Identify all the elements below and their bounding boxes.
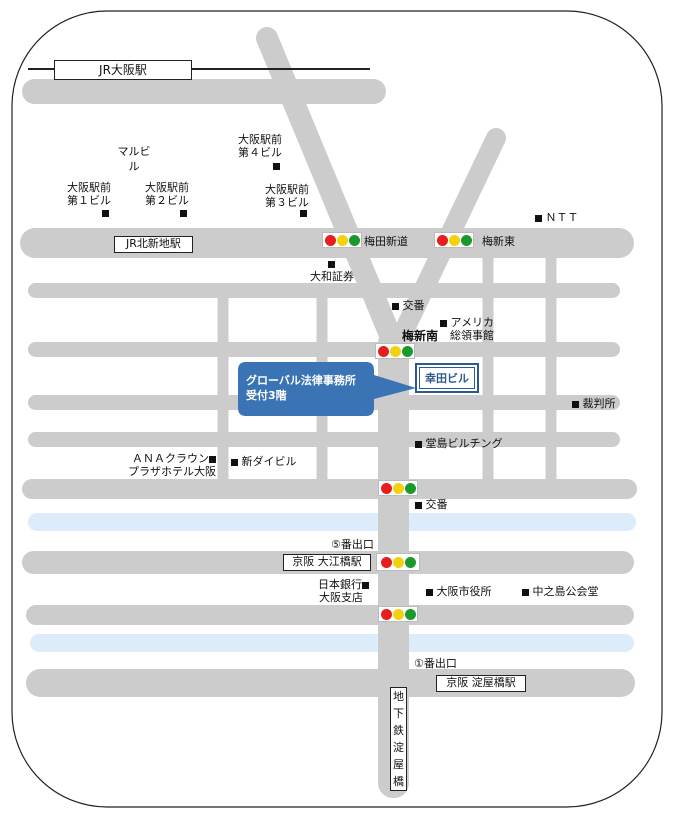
landmark-cityhall: 大阪市役所	[426, 585, 492, 598]
landmark-ana-line1: ＡＮＡクラウン	[132, 452, 209, 465]
jr-osaka-station-label: JR大阪駅	[54, 60, 192, 80]
landmark-court-label: 裁判所	[582, 397, 616, 410]
landmark-boj-line1: 日本銀行	[318, 578, 362, 591]
exit-1: ①番出口	[414, 657, 457, 670]
landmark-ekimae2-line2: 第２ビル	[145, 194, 189, 207]
intersection-umeshin-minami: 梅新南	[402, 329, 439, 343]
target-building: 幸田ビル	[415, 363, 479, 393]
landmark-ekimae1-line1: 大阪駅前	[67, 181, 111, 194]
marker-cityhall	[426, 588, 433, 596]
intersection-umeshin-higashi: 梅新東	[482, 235, 515, 248]
subway-char-1: 地	[393, 690, 404, 703]
landmark-koban2: 交番	[415, 498, 448, 511]
landmark-daiwa: 大和証券	[310, 270, 354, 283]
landmark-america-line2: 総領事館	[450, 329, 494, 342]
subway-yodoyabashi-station-label: 地 下 鉄 淀 屋 橋	[390, 687, 407, 791]
callout-text-1: グローバル法律事務所	[246, 374, 356, 387]
subway-char-3: 鉄	[393, 724, 404, 737]
keihan-oebashi-station-label: 京阪 大江橋駅	[283, 554, 371, 571]
landmark-ekimae3: 大阪駅前 第３ビル	[256, 183, 318, 209]
landmark-america: アメリカ 総領事館	[440, 316, 494, 342]
landmark-court: 裁判所	[572, 397, 616, 410]
target-building-label: 幸田ビル	[419, 367, 475, 389]
marker-boj	[362, 581, 369, 589]
callout-bubble	[238, 362, 416, 416]
marker-koban1	[392, 302, 399, 310]
subway-char-2: 下	[393, 707, 404, 720]
landmark-ekimae1: 大阪駅前 第１ビル	[58, 181, 120, 207]
intersection-umeda-shinmichi: 梅田新道	[364, 235, 408, 248]
signal-umeshin-higashi	[434, 232, 474, 248]
river-tosabori	[30, 634, 634, 652]
subway-char-4: 淀	[393, 741, 404, 754]
landmark-nakanoshima-label: 中之島公会堂	[532, 585, 599, 598]
signal-umeshin-minami	[375, 343, 415, 359]
road-top	[22, 79, 386, 104]
marker-nakanoshima	[522, 588, 529, 596]
signal-oebashi	[376, 553, 420, 571]
landmark-ekimae3-line1: 大阪駅前	[265, 183, 309, 196]
landmark-boj-line2: 大阪支店	[319, 591, 363, 604]
landmark-ntt: ＮＴＴ	[535, 211, 579, 224]
marker-america	[440, 319, 447, 327]
landmark-shindai: 新ダイビル	[231, 455, 297, 468]
marker-shindai	[231, 458, 238, 466]
street-h2	[28, 342, 620, 357]
subway-char-5: 屋	[393, 758, 404, 771]
landmark-ekimae4-line1: 大阪駅前	[238, 133, 282, 146]
road-h5	[22, 479, 637, 499]
street-h4	[28, 432, 620, 447]
callout-text-2: 受付3階	[246, 389, 287, 402]
landmark-ekimae4: 大阪駅前 第４ビル	[230, 133, 290, 159]
landmark-boj: 日本銀行 大阪支店	[306, 578, 369, 604]
street-h1	[28, 283, 620, 298]
signal-h5	[378, 480, 418, 496]
marker-ekimae3	[300, 210, 307, 217]
marker-dojima	[415, 440, 422, 448]
landmark-ekimae2-line1: 大阪駅前	[145, 181, 189, 194]
landmark-koban2-label: 交番	[425, 498, 448, 511]
marker-ekimae1	[102, 210, 109, 217]
river-dojima	[28, 513, 636, 531]
landmark-dojima-label: 堂島ビルチング	[425, 437, 503, 450]
marker-ekimae2	[180, 210, 187, 217]
landmark-america-line1: アメリカ	[450, 316, 494, 329]
landmark-marubiru-line2: ル	[128, 160, 140, 173]
signal-h7	[378, 606, 418, 622]
road-h7	[26, 605, 634, 625]
landmark-ekimae2: 大阪駅前 第２ビル	[136, 181, 198, 207]
landmark-koban1: 交番	[392, 299, 425, 312]
keihan-yodoyabashi-station-label: 京阪 淀屋橋駅	[436, 675, 526, 692]
landmark-dojima: 堂島ビルチング	[415, 437, 503, 450]
marker-ana	[209, 455, 216, 463]
marker-ekimae4	[273, 163, 280, 170]
landmark-ntt-label: ＮＴＴ	[545, 211, 579, 224]
landmark-ekimae3-line2: 第３ビル	[265, 196, 309, 209]
exit-5: ⑤番出口	[331, 538, 374, 551]
landmark-ekimae4-line2: 第４ビル	[238, 146, 282, 159]
marker-koban2	[415, 501, 422, 509]
landmark-cityhall-label: 大阪市役所	[436, 585, 492, 598]
landmark-ana-line2: プラザホテル大阪	[128, 465, 216, 478]
landmark-shindai-label: 新ダイビル	[241, 455, 297, 468]
landmark-nakanoshima: 中之島公会堂	[522, 585, 599, 598]
landmark-koban1-label: 交番	[402, 299, 425, 312]
subway-char-6: 橋	[393, 775, 404, 788]
landmark-marubiru-line1: マルビ	[117, 145, 151, 158]
landmark-ana: ＡＮＡクラウン プラザホテル大阪	[120, 452, 216, 478]
signal-umeda-shinmichi	[322, 232, 362, 248]
marker-daiwa	[328, 261, 335, 268]
jr-kitashinchi-station-label: JR北新地駅	[114, 236, 193, 253]
landmark-marubiru: マルビ ル	[110, 145, 158, 173]
marker-court	[572, 400, 579, 408]
marker-ntt	[535, 214, 542, 222]
road-bottom	[26, 669, 635, 697]
landmark-ekimae1-line2: 第１ビル	[67, 194, 111, 207]
